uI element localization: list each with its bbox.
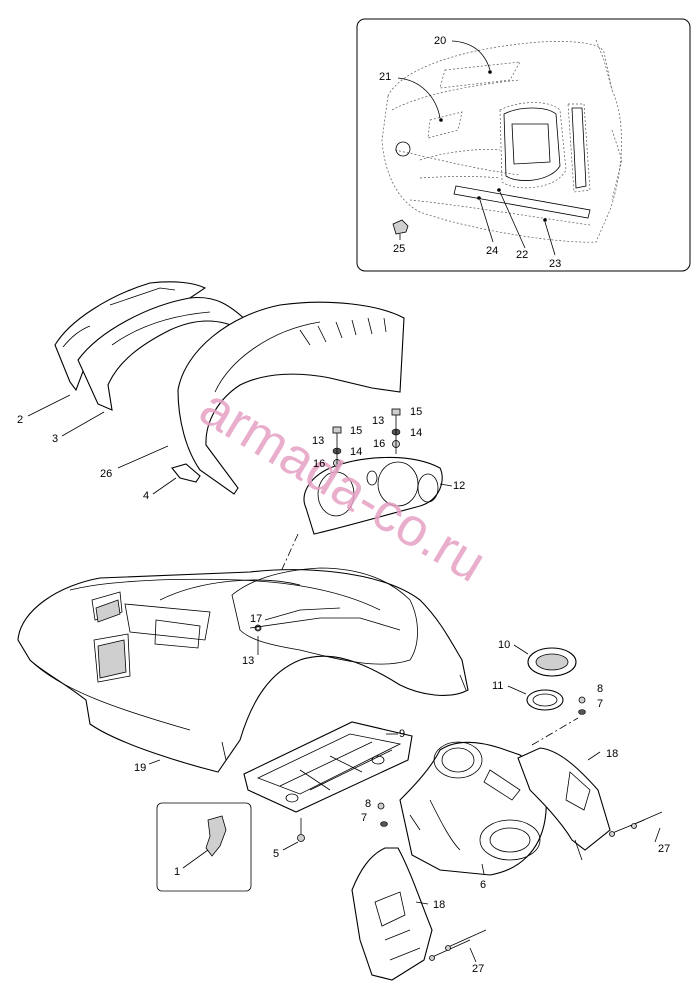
callout-7-upper: 7	[597, 698, 603, 710]
callout-15-right: 15	[410, 406, 422, 418]
side-panel-18-left	[351, 847, 433, 981]
callout-25: 25	[393, 243, 405, 255]
callout-4: 4	[143, 490, 149, 502]
fastener-17	[255, 625, 261, 631]
callout-10: 10	[498, 639, 510, 651]
trim-part-4	[171, 463, 201, 483]
top-deck-19	[17, 567, 469, 773]
callout-20: 20	[434, 35, 446, 47]
detail-box-part-1	[156, 802, 252, 892]
trim-panel-26	[177, 301, 405, 495]
callout-leaders	[27, 394, 661, 963]
callout-2: 2	[17, 414, 23, 426]
callout-16-left: 16	[313, 458, 325, 470]
callout-13-upper-left: 13	[312, 435, 324, 447]
callout-14-right: 14	[410, 427, 422, 439]
side-panel-18-right	[517, 747, 611, 861]
inset-hull-drawing	[381, 39, 623, 243]
instrument-bezel-12	[303, 456, 443, 535]
callout-13-upper-right: 13	[372, 415, 384, 427]
inset-detail: 20 21 25 24 22 23	[356, 18, 691, 272]
washer-screw-8-7-upper	[578, 696, 586, 715]
screw-5	[297, 818, 305, 842]
callout-5: 5	[273, 848, 279, 860]
callout-6: 6	[480, 879, 486, 891]
callout-8-lower: 8	[365, 798, 371, 810]
callout-8-upper: 8	[597, 683, 603, 695]
callout-13-lower: 13	[242, 655, 254, 667]
callout-9: 9	[399, 728, 405, 740]
callout-26: 26	[100, 468, 112, 480]
washer-screw-8-7-lower	[377, 802, 388, 827]
callout-7-lower: 7	[361, 812, 367, 824]
assembly-line-panel	[531, 717, 579, 746]
screws-27-right	[609, 811, 663, 837]
callout-14-left: 14	[350, 446, 362, 458]
callout-21: 21	[379, 71, 391, 83]
callout-1: 1	[174, 866, 180, 878]
callout-24: 24	[486, 245, 498, 257]
callout-16-right: 16	[373, 438, 385, 450]
callout-19: 19	[134, 762, 146, 774]
callout-12: 12	[453, 480, 465, 492]
callout-15-left: 15	[350, 425, 362, 437]
fastener-stack-right	[391, 408, 401, 454]
inset-clip-part-25	[392, 219, 409, 235]
ring-11	[526, 689, 564, 711]
callout-3: 3	[52, 433, 58, 445]
glovebox-cover-9	[243, 721, 413, 813]
ring-10	[527, 647, 577, 677]
callout-22: 22	[516, 249, 528, 261]
callout-27-left: 27	[472, 963, 484, 975]
callout-11: 11	[492, 680, 503, 692]
callout-23: 23	[549, 258, 561, 270]
inset-leaders	[397, 40, 556, 256]
callout-18-right: 18	[606, 748, 618, 760]
callout-17: 17	[250, 613, 262, 625]
fastener-stack-left	[332, 426, 342, 472]
callout-27-right: 27	[658, 843, 670, 855]
callout-18-left: 18	[433, 899, 445, 911]
screws-27-left	[429, 929, 487, 961]
